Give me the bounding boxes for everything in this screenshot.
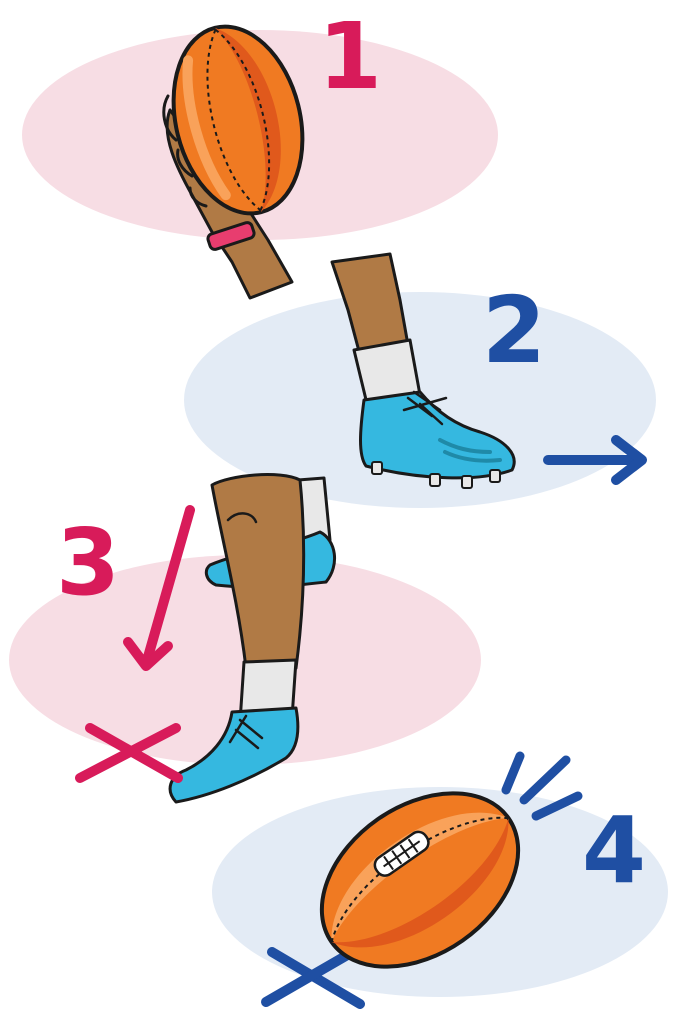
step-1-group: 1	[22, 3, 498, 298]
step-4-group: 4	[212, 756, 668, 1004]
step-3-number: 3	[56, 509, 120, 616]
step-2-number: 2	[482, 277, 546, 384]
step-3-group: 3	[9, 475, 481, 802]
step-1-number: 1	[318, 3, 382, 110]
step-4-number: 4	[582, 797, 646, 904]
